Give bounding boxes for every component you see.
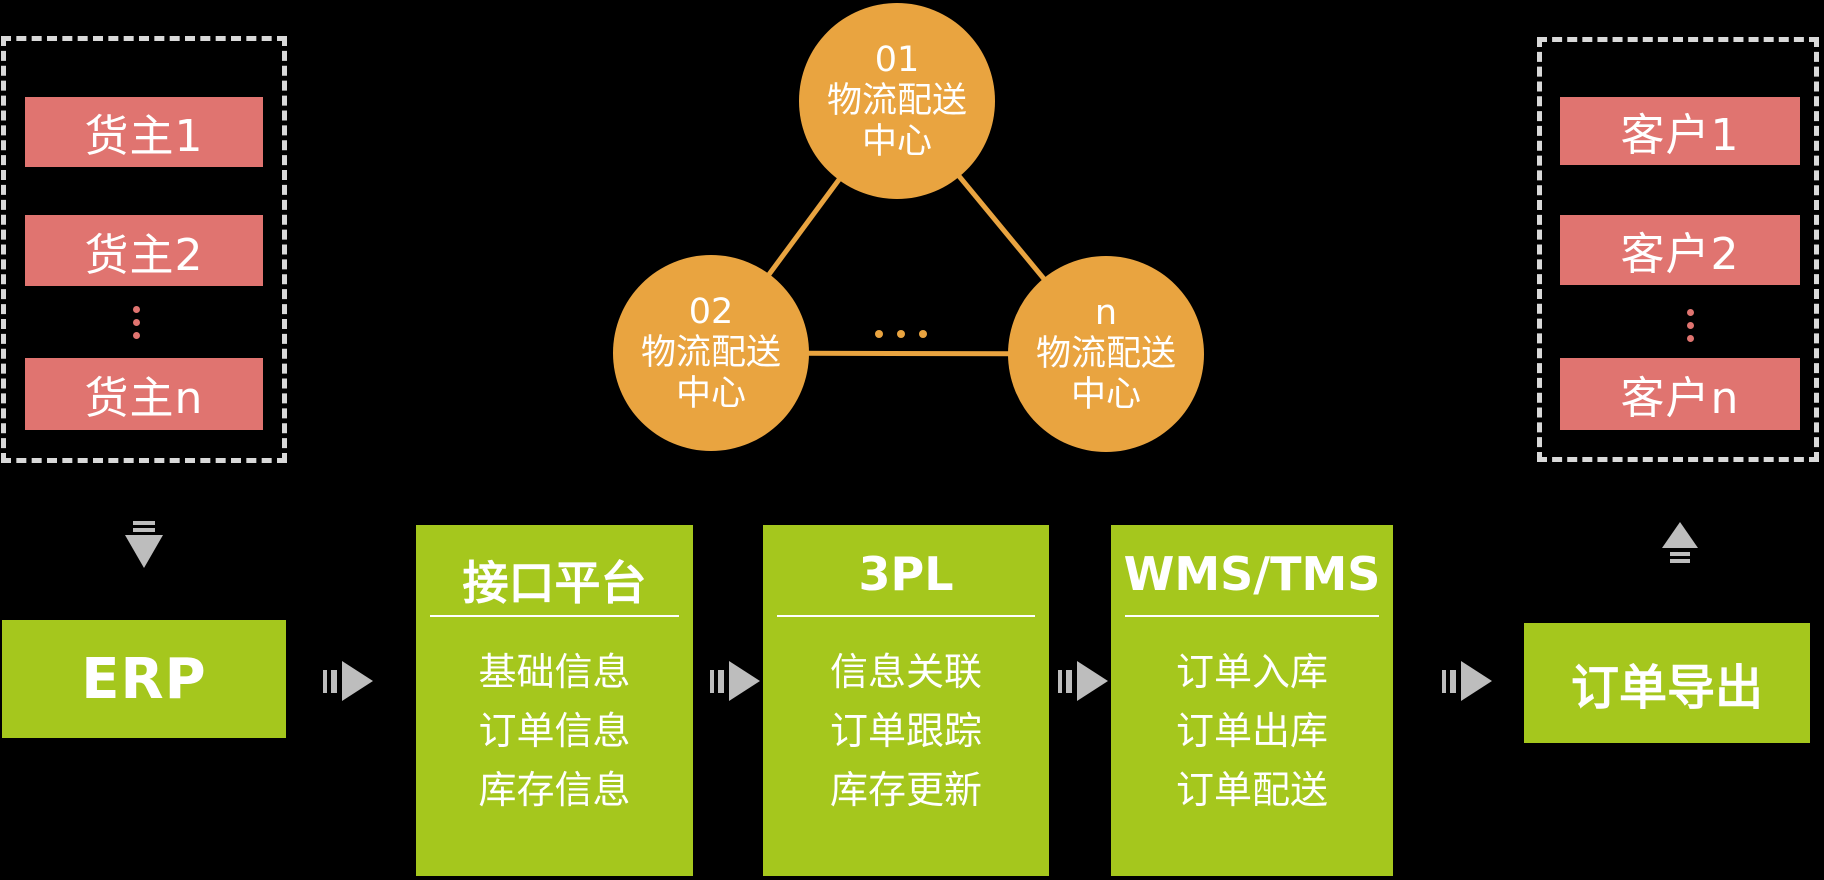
arrow-head [729, 661, 760, 701]
dot [1687, 322, 1694, 329]
column-title: WMS/TMS [1123, 547, 1381, 601]
center-number: 01 [874, 39, 920, 80]
vertical-ellipsis-icon [1687, 309, 1694, 342]
dot [133, 319, 140, 326]
erp-label: ERP [81, 646, 207, 712]
arrow-stripe [323, 669, 327, 693]
supplier-label: 货主n [84, 373, 204, 424]
divider [777, 615, 1035, 617]
distribution-center-02: 02 物流配送 中心 [613, 255, 809, 451]
dot [1687, 335, 1694, 342]
center-number: 02 [688, 291, 734, 332]
distribution-center-n: n 物流配送 中心 [1008, 256, 1204, 452]
arrow-stripe [1670, 552, 1690, 556]
right-arrow-icon [1058, 661, 1108, 701]
up-arrow-icon [1662, 522, 1698, 566]
arrow-stripe [1066, 669, 1072, 693]
arrow-stripe [133, 521, 155, 525]
column-item: 库存信息 [478, 768, 631, 812]
customer-label: 客户n [1620, 373, 1740, 424]
dot [133, 306, 140, 313]
supplier-box-2: 货主2 [25, 215, 263, 286]
wms-tms-box: WMS/TMS 订单入库 订单出库 订单配送 [1111, 525, 1393, 876]
column-items: 订单入库 订单出库 订单配送 [1111, 643, 1393, 820]
dot [919, 330, 927, 338]
customer-box-n: 客户n [1560, 358, 1800, 430]
interface-platform-box: 接口平台 基础信息 订单信息 库存信息 [416, 525, 693, 876]
arrow-stripe [1058, 669, 1062, 693]
column-item: 订单入库 [1175, 650, 1328, 694]
arrow-head [1662, 522, 1698, 548]
right-arrow-icon [1442, 661, 1492, 701]
center-label-line1: 物流配送 [640, 332, 781, 373]
arrow-stripe [1442, 669, 1446, 693]
order-export-box: 订单导出 [1524, 623, 1810, 743]
column-item: 订单跟踪 [829, 709, 982, 753]
supplier-label: 货主1 [84, 111, 204, 162]
column-items: 信息关联 订单跟踪 库存更新 [763, 643, 1049, 820]
suppliers-panel [1, 36, 287, 463]
customer-box-1: 客户1 [1560, 97, 1800, 165]
dot [133, 332, 140, 339]
center-label-line2: 中心 [861, 121, 932, 162]
three-pl-box: 3PL 信息关联 订单跟踪 库存更新 [763, 525, 1049, 876]
dot [1687, 309, 1694, 316]
column-item: 订单配送 [1175, 768, 1328, 812]
order-export-label: 订单导出 [1570, 660, 1763, 716]
column-item: 信息关联 [829, 650, 982, 694]
customers-panel [1537, 37, 1819, 462]
center-label-line1: 物流配送 [826, 80, 967, 121]
arrow-stripe [710, 669, 714, 693]
right-arrow-icon [323, 661, 373, 701]
column-item: 订单出库 [1175, 709, 1328, 753]
arrow-stripe [331, 669, 337, 693]
center-number: n [1094, 292, 1118, 333]
column-item: 基础信息 [478, 650, 631, 694]
arrow-head [342, 661, 373, 701]
divider [1125, 615, 1379, 617]
down-arrow-icon [125, 521, 163, 568]
arrow-stripe [1450, 669, 1456, 693]
column-title: 接口平台 [462, 556, 647, 610]
erp-box: ERP [2, 620, 286, 738]
arrow-stripe [133, 528, 155, 532]
arrow-head [125, 535, 163, 568]
distribution-center-01: 01 物流配送 中心 [799, 3, 995, 199]
customer-label: 客户1 [1620, 110, 1740, 161]
divider [430, 615, 679, 617]
column-item: 订单信息 [478, 709, 631, 753]
center-label-line1: 物流配送 [1035, 333, 1176, 374]
supplier-box-n: 货主n [25, 358, 263, 430]
right-arrow-icon [710, 661, 760, 701]
horizontal-ellipsis-icon [875, 330, 927, 338]
column-items: 基础信息 订单信息 库存信息 [416, 643, 693, 820]
customer-box-2: 客户2 [1560, 215, 1800, 285]
arrow-head [1461, 661, 1492, 701]
arrow-head [1077, 661, 1108, 701]
center-label-line2: 中心 [675, 373, 746, 414]
center-label-line2: 中心 [1070, 374, 1141, 415]
supplier-box-1: 货主1 [25, 97, 263, 167]
arrow-stripe [718, 669, 724, 693]
vertical-ellipsis-icon [133, 306, 140, 339]
dot [897, 330, 905, 338]
customer-label: 客户2 [1620, 229, 1740, 280]
supplier-label: 货主2 [84, 229, 204, 281]
column-item: 库存更新 [829, 768, 982, 812]
arrow-stripe [1670, 559, 1690, 563]
column-title: 3PL [858, 547, 954, 601]
dot [875, 330, 883, 338]
